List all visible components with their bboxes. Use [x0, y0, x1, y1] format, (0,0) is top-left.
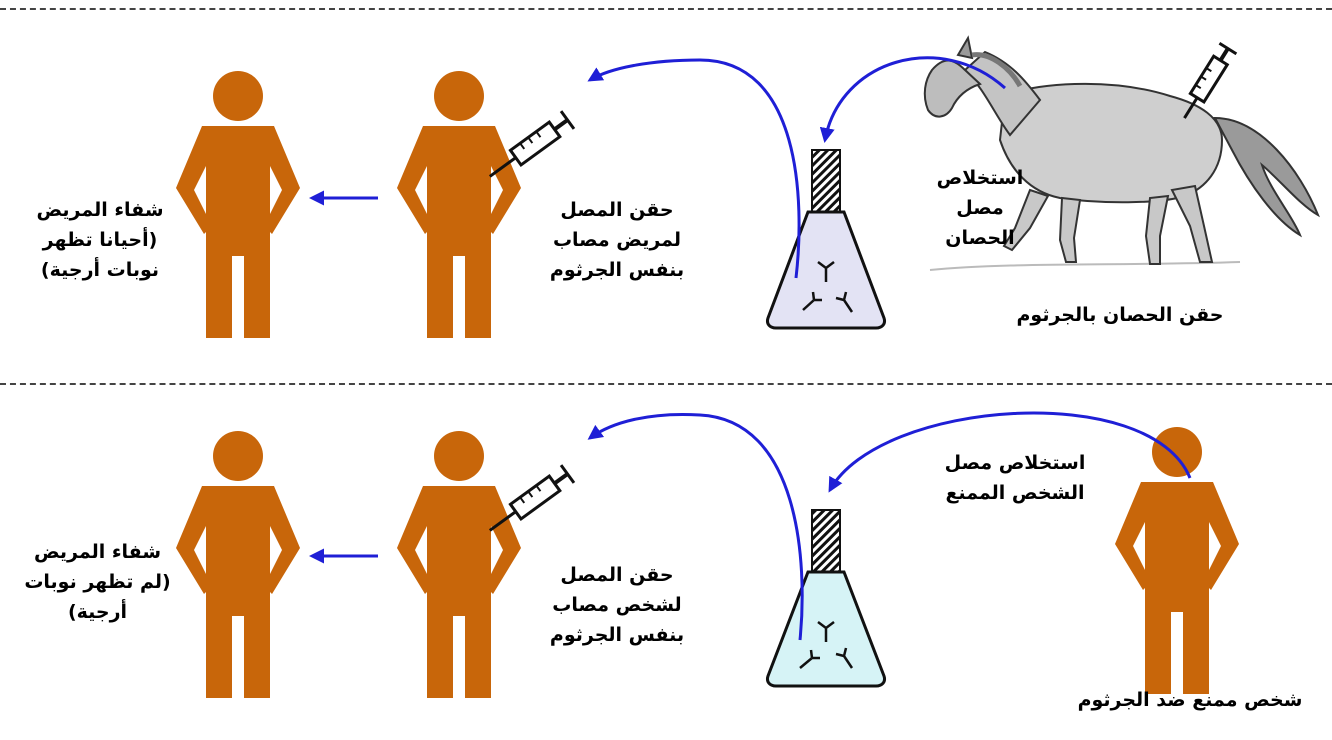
patient-cure-label: شفاء المريض (لم تظهر نوبات أرجية)	[24, 541, 171, 623]
person-icon	[1115, 427, 1239, 694]
serum-injection-label: حقن المصل لمريض مصاب بنفس الجرثوم	[549, 199, 685, 281]
horse-serum-extraction-label: استخلاص مصل الحصان	[936, 167, 1024, 249]
person-icon	[397, 431, 521, 698]
curved-arrow	[828, 411, 1192, 493]
curved-arrow	[587, 412, 804, 641]
divider-top	[0, 8, 1332, 10]
syringe-icon	[1183, 41, 1238, 119]
flask-icon	[766, 509, 886, 688]
divider-middle	[0, 383, 1332, 385]
immune-donor-label: شخص ممنع ضد الجرثوم	[1077, 689, 1303, 711]
patient-cure-label: شفاء المريض (أحيانا تظهر نوبات أرجية)	[36, 199, 164, 281]
person-icon	[176, 71, 300, 338]
person-icon	[397, 71, 521, 338]
antibody-icon	[802, 261, 854, 313]
flask-icon	[766, 149, 886, 330]
antibody-icon	[799, 621, 854, 669]
curved-arrow	[587, 58, 801, 279]
horse-injection-label: حقن الحصان بالجرثوم	[1016, 304, 1224, 326]
syringe-icon	[488, 110, 576, 178]
serum-injection-label: حقن المصل لشخص مصاب بنفس الجرثوم	[549, 564, 685, 646]
donor-serum-extraction-label: استخلاص مصل الشخص الممنع	[944, 452, 1086, 504]
person-icon	[176, 431, 300, 698]
curved-arrow	[819, 56, 1006, 143]
syringe-icon	[488, 464, 576, 532]
